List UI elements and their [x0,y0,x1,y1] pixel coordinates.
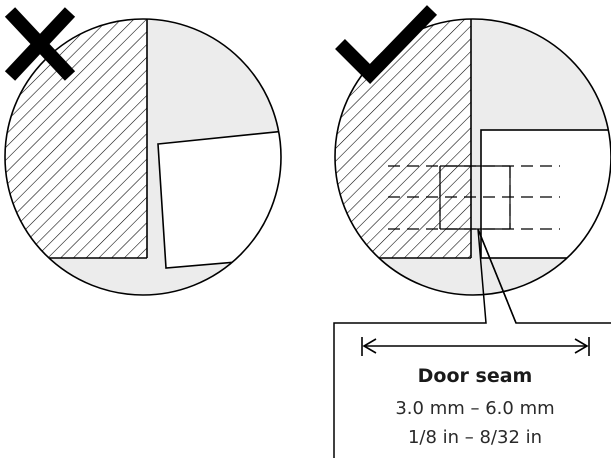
callout-title: Door seam [418,365,533,387]
cross-icon [4,7,76,81]
aligned-panel [480,129,611,259]
zoom-circle-left [4,18,282,296]
incorrect-example [4,7,282,296]
seam-width-dimension [361,337,590,356]
zoom-circle-right [334,18,611,296]
checkmark-icon [335,5,438,84]
callout-leader [333,228,611,458]
hinge-guides-solid [439,165,511,230]
callout-range-metric: 3.0 mm – 6.0 mm [395,398,554,419]
correct-example [334,5,611,296]
callout-range-imperial: 1/8 in – 8/32 in [408,427,542,448]
door-seam-callout: Door seam 3.0 mm – 6.0 mm 1/8 in – 8/32 … [333,228,611,458]
callout-leader-inner [477,228,517,324]
